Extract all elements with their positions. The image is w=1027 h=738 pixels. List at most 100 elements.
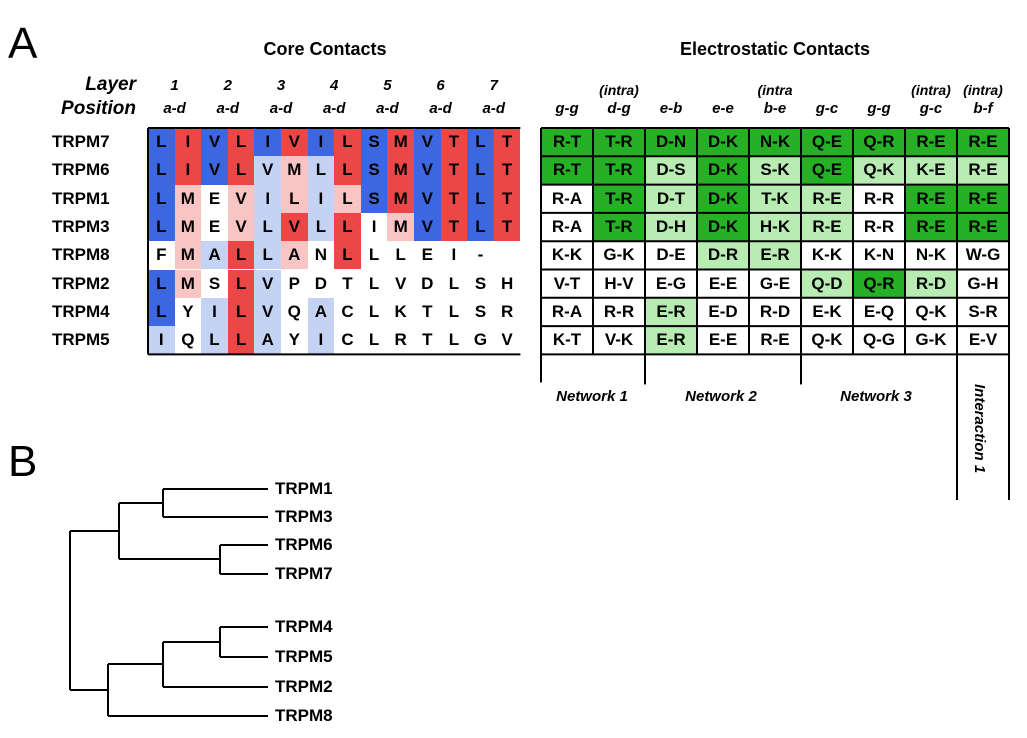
electrostatic-pair-cell: R-D: [905, 269, 957, 298]
electro-position: g-g: [555, 100, 579, 117]
electrostatic-pair-cell: R-E: [905, 128, 957, 157]
core-residue-cell: S: [360, 128, 388, 157]
intra-label: (intra): [911, 82, 951, 98]
electrostatic-pair-cell: E-E: [697, 269, 749, 298]
core-residue-cell: M: [387, 184, 414, 213]
core-residue-cell: M: [387, 128, 414, 157]
electrostatic-pair-cell: R-T: [541, 128, 593, 157]
core-residue-cell: Q: [174, 326, 202, 355]
electrostatic-pair-cell: D-K: [697, 128, 749, 157]
electrostatic-pair-cell: R-E: [957, 184, 1009, 213]
leaf-trpm1: TRPM1: [275, 479, 333, 498]
electrostatic-pair-cell: D-R: [697, 241, 749, 270]
electrostatic-pair-cell: D-H: [645, 212, 697, 242]
core-residue-cell: V: [493, 326, 521, 355]
electrostatic-pair-cell: T-K: [749, 184, 801, 213]
core-residue-cell: M: [174, 241, 202, 270]
electrostatic-pair-cell: Q-D: [801, 269, 853, 298]
core-residue-cell: T: [493, 128, 521, 157]
electrostatic-pair-cell: R-E: [957, 128, 1009, 157]
core-residue-cell: K: [387, 297, 414, 327]
row-name-trpm6: TRPM6: [52, 160, 110, 180]
core-residue-cell: L: [440, 269, 468, 298]
core-residue-cell: Y: [281, 326, 308, 355]
electro-position: e-b: [659, 100, 683, 117]
core-layer-number: 6: [436, 77, 445, 94]
row-name-trpm3: TRPM3: [52, 216, 110, 236]
electrostatic-pair-cell: R-A: [541, 297, 593, 327]
core-residue-cell: T: [493, 212, 521, 242]
core-residue-cell: L: [227, 241, 255, 270]
electrostatic-pair-cell: N-K: [905, 241, 957, 270]
core-residue-cell: V: [254, 297, 281, 327]
intra-label: (intra): [599, 82, 639, 98]
core-residue-cell: E: [201, 184, 228, 213]
core-residue-cell: T: [493, 184, 521, 213]
electrostatic-pair-cell: G-H: [957, 269, 1009, 298]
core-residue-cell: R: [387, 326, 414, 355]
core-residue-cell: V: [281, 212, 308, 242]
core-residue-cell: L: [227, 297, 255, 327]
branch-m1-m3: [162, 488, 268, 518]
core-layer-number: 5: [383, 77, 392, 94]
branch-root: [69, 530, 119, 691]
core-layer-position: a-d: [216, 100, 240, 117]
core-residue-cell: L: [227, 269, 255, 298]
core-residue-cell: L: [387, 241, 414, 270]
core-residue-cell: A: [307, 297, 335, 327]
electrostatic-pair-cell: E-R: [645, 326, 697, 355]
core-residue-cell: A: [201, 241, 228, 270]
core-residue-cell: T: [493, 156, 521, 185]
core-residue-cell: E: [201, 212, 228, 242]
core-residue-cell: V: [254, 156, 281, 185]
core-residue-cell: V: [227, 184, 255, 213]
core-residue-cell: I: [307, 326, 335, 355]
electrostatic-pair-cell: R-R: [853, 212, 905, 242]
electrostatic-pair-cell: Q-K: [853, 156, 905, 185]
core-residue-cell: L: [148, 297, 175, 327]
core-residue-cell: Y: [174, 297, 202, 327]
electrostatic-pair-cell: K-K: [801, 241, 853, 270]
core-contacts-title: Core Contacts: [263, 39, 387, 59]
core-residue-cell: L: [334, 184, 361, 213]
electrostatic-pair-cell: G-K: [905, 326, 957, 355]
electrostatic-pair-cell: W-G: [957, 241, 1009, 270]
core-residue-cell: I: [360, 212, 388, 242]
core-residue-cell: V: [254, 269, 281, 298]
core-residue-cell: T: [440, 212, 468, 242]
electrostatic-pair-cell: E-D: [697, 297, 749, 327]
electrostatic-pair-cell: E-K: [801, 297, 853, 327]
electrostatic-pair-cell: T-R: [593, 156, 645, 185]
electrostatic-pair-cell: R-E: [905, 184, 957, 213]
electrostatic-pair-cell: T-R: [593, 128, 645, 157]
core-residue-cell: T: [440, 156, 468, 185]
core-layer-number: 4: [330, 77, 339, 94]
electrostatic-pair-cell: K-E: [905, 156, 957, 185]
core-residue-cell: M: [174, 269, 202, 298]
core-residue-cell: M: [174, 184, 202, 213]
electrostatic-pair-cell: T-R: [593, 184, 645, 213]
core-residue-cell: T: [414, 326, 441, 355]
core-layer-position: a-d: [163, 100, 186, 117]
electro-position: b-f: [973, 100, 993, 117]
row-name-trpm8: TRPM8: [52, 245, 110, 265]
core-residue-cell: I: [174, 156, 202, 185]
electro-position: d-g: [607, 100, 631, 117]
electro-position: g-g: [867, 100, 891, 117]
core-residue-cell: S: [467, 269, 494, 298]
core-residue-cell: I: [174, 128, 202, 157]
core-residue-cell: L: [148, 269, 175, 298]
electrostatic-pair-cell: D-E: [645, 241, 697, 270]
panel-a-label: A: [8, 19, 38, 68]
row-name-trpm7: TRPM7: [52, 132, 110, 151]
row-name-trpm2: TRPM2: [52, 273, 110, 293]
leaf-trpm5: TRPM5: [275, 647, 333, 666]
core-residue-cell: D: [307, 269, 335, 298]
electrostatic-pair-cell: E-E: [697, 326, 749, 355]
core-residue-cell: L: [360, 269, 388, 298]
electro-position: e-e: [712, 100, 734, 117]
core-residue-cell: M: [281, 156, 308, 185]
electrostatic-pair-cell: R-R: [853, 184, 905, 213]
